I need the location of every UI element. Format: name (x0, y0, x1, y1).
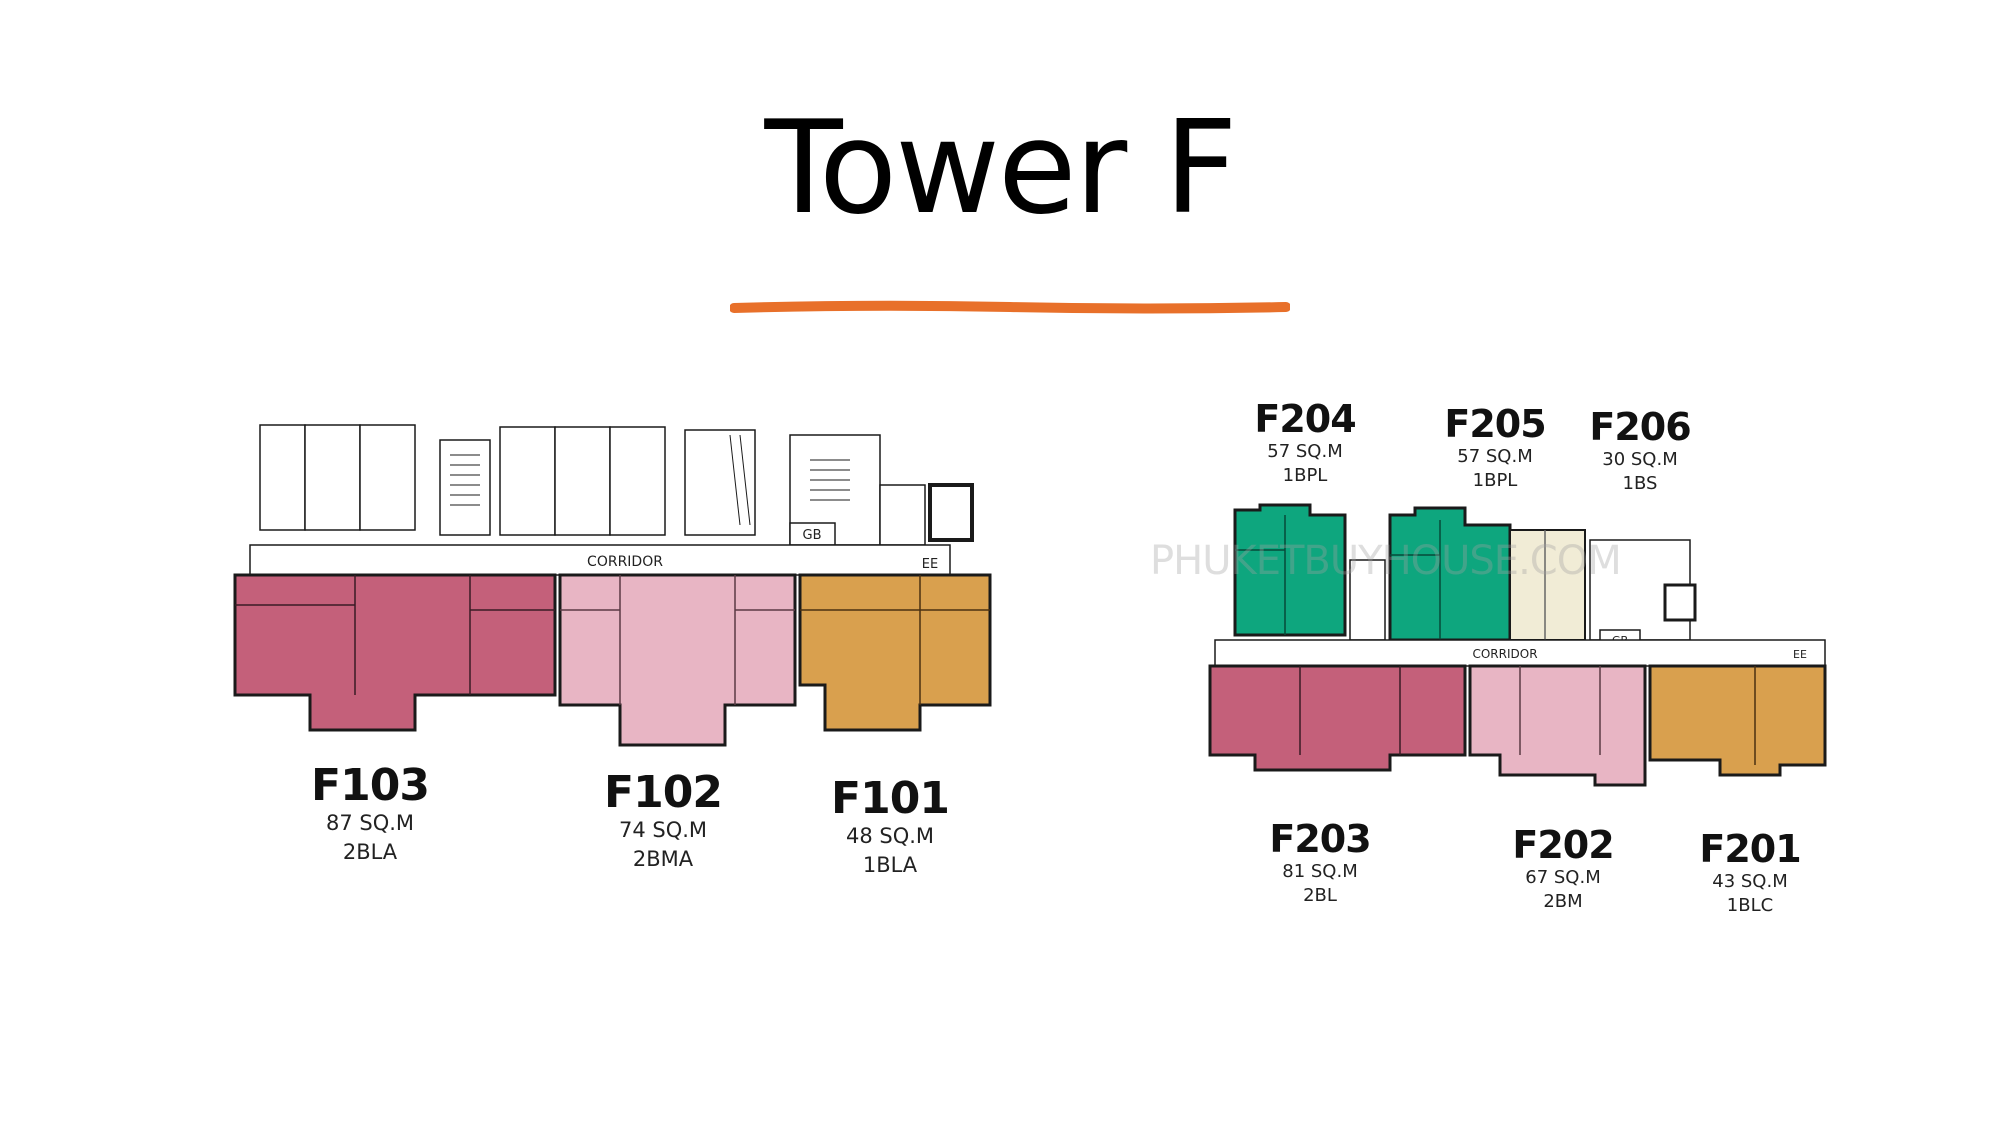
unit-f204-plan (1233, 503, 1347, 637)
elevator-label: EE (922, 557, 938, 572)
unit-area: 30 SQ.M (1602, 448, 1678, 470)
unit-f101-plan (798, 573, 992, 732)
unit-name: F206 (1589, 405, 1691, 449)
watermark: PHUKETBUYHOUSE.COM (1150, 538, 1622, 584)
floor-plan-level-1: GB CORRIDOR EE (233, 424, 992, 747)
unit-type: 2BLA (342, 840, 398, 865)
unit-area: 87 SQ.M (325, 811, 415, 836)
unit-area: 43 SQ.M (1712, 870, 1788, 892)
unit-label-f205: F205 57 SQ.M 1BPL (1385, 402, 1605, 493)
unit-f202-plan (1468, 664, 1647, 787)
unit-label-f204: F204 57 SQ.M 1BPL (1195, 397, 1415, 488)
elevator-label-l2: EE (1793, 648, 1807, 661)
unit-type: 1BS (1622, 473, 1658, 495)
corridor-label-l2: CORRIDOR (1472, 647, 1537, 661)
page-title: Tower F (764, 94, 1237, 243)
unit-name: F103 (311, 760, 430, 811)
unit-label-f203: F203 81 SQ.M 2BL (1210, 817, 1430, 908)
unit-name: F202 (1512, 823, 1614, 867)
unit-type: 1BLC (1726, 895, 1774, 917)
garbage-room-label: GB (803, 528, 822, 543)
unit-f103-plan (233, 573, 557, 732)
unit-label-f206: F206 30 SQ.M 1BS (1530, 405, 1750, 496)
corridor-label: CORRIDOR (587, 554, 663, 570)
unit-area: 57 SQ.M (1457, 445, 1533, 467)
unit-label-f201: F201 43 SQ.M 1BLC (1640, 827, 1860, 918)
unit-name: F205 (1444, 402, 1546, 446)
unit-type: 1BPL (1282, 465, 1328, 487)
unit-name: F204 (1254, 397, 1356, 441)
unit-area: 48 SQ.M (845, 824, 935, 849)
unit-type: 1BLA (862, 853, 918, 878)
unit-name: F201 (1699, 827, 1801, 871)
unit-area: 74 SQ.M (618, 818, 708, 843)
unit-f201-plan (1648, 664, 1827, 777)
unit-label-f102: F102 74 SQ.M 2BMA (553, 767, 773, 874)
unit-area: 81 SQ.M (1282, 860, 1358, 882)
unit-area: 57 SQ.M (1267, 440, 1343, 462)
unit-type: 2BMA (632, 847, 694, 872)
unit-label-f202: F202 67 SQ.M 2BM (1453, 823, 1673, 914)
unit-f102-plan (558, 573, 797, 747)
unit-type: 2BL (1303, 885, 1337, 907)
unit-type: 1BPL (1472, 470, 1518, 492)
unit-label-f103: F103 87 SQ.M 2BLA (260, 760, 480, 867)
unit-f203-plan (1208, 664, 1467, 772)
unit-label-f101: F101 48 SQ.M 1BLA (780, 773, 1000, 880)
unit-name: F101 (831, 773, 950, 824)
unit-type: 2BM (1543, 891, 1583, 913)
title-underline (730, 300, 1290, 314)
floor-plan-level-2: GB CORRIDOR EE (1208, 503, 1827, 787)
unit-name: F203 (1269, 817, 1371, 861)
unit-area: 67 SQ.M (1525, 866, 1601, 888)
unit-name: F102 (604, 767, 723, 818)
